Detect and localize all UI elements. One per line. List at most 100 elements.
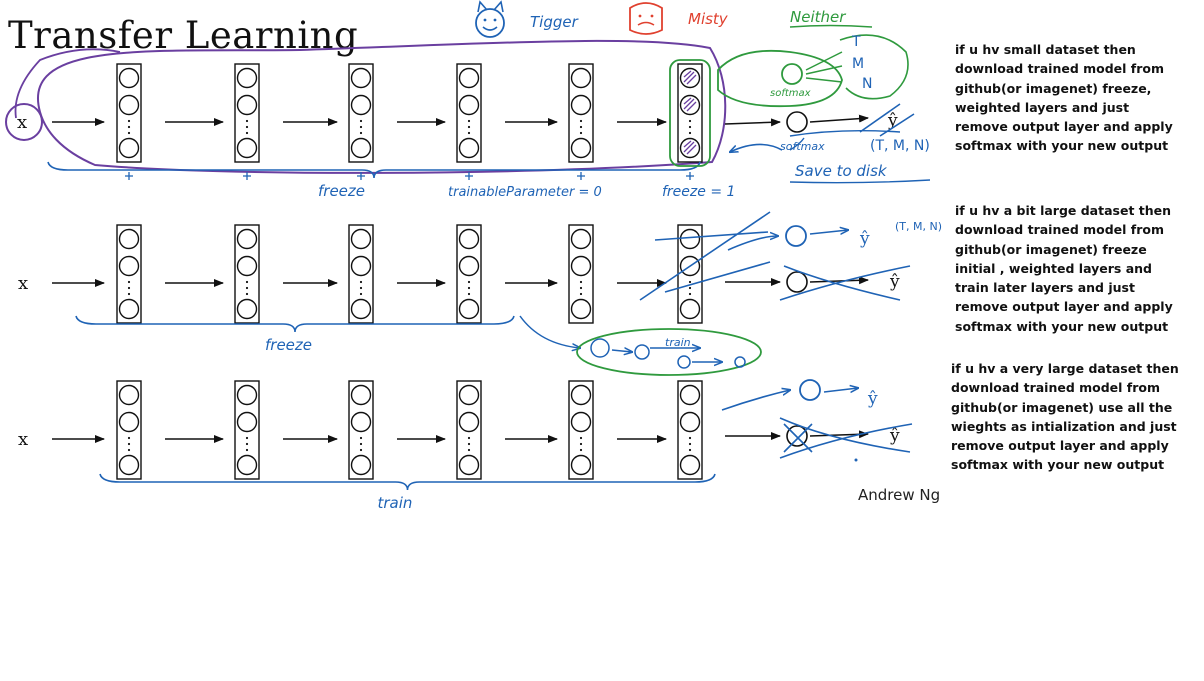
row2-annotations: ŷ (T, M, N) ŷ train [519, 211, 942, 376]
neuron [679, 454, 701, 476]
layer-1 [116, 63, 142, 163]
layer-2 [234, 224, 260, 324]
neuron [350, 67, 372, 89]
neuron [350, 228, 372, 250]
row2-output-yhat: ŷ [889, 272, 900, 292]
layer-4 [456, 224, 482, 324]
layer-6 [677, 63, 703, 163]
neuron [118, 384, 140, 406]
neuron [350, 384, 372, 406]
neuron [350, 255, 372, 277]
frozen-network-loop [37, 39, 727, 174]
neuron [118, 454, 140, 476]
neuron [236, 411, 258, 433]
neuron [679, 137, 701, 159]
row1-softmax-label: softmax [770, 88, 811, 99]
neuron [570, 94, 592, 116]
neuron [679, 411, 701, 433]
neuron [118, 94, 140, 116]
neuron [236, 94, 258, 116]
layer-1 [116, 224, 142, 324]
neuron [350, 137, 372, 159]
neuron [570, 137, 592, 159]
brace [47, 161, 701, 179]
neuron [458, 298, 480, 320]
brace [75, 315, 515, 333]
row1-class-M: M [852, 56, 864, 72]
row1-annotations: softmax T M N ŷ softmax (T, M, N) Save t… [669, 34, 931, 184]
neuron [570, 384, 592, 406]
neuron [570, 228, 592, 250]
input-x-label: x [17, 112, 27, 133]
neuron [350, 454, 372, 476]
layer-2 [234, 63, 260, 163]
layer-5 [568, 380, 594, 480]
network-row-3: x train [18, 380, 716, 512]
class-legend: Tigger Misty Neither [475, 0, 873, 38]
neuron [236, 384, 258, 406]
neuron [570, 255, 592, 277]
neuron [350, 298, 372, 320]
legend-misty: Misty [688, 10, 729, 28]
neuron [679, 228, 701, 250]
row2-new-output-yhat: ŷ [859, 229, 870, 249]
brace-label: train [378, 494, 413, 512]
neuron [236, 454, 258, 476]
input-circle [5, 103, 43, 141]
neuron [350, 94, 372, 116]
note-large-dataset: if u hv a very large dataset then downlo… [951, 361, 1179, 473]
row2-train-label: train [665, 336, 691, 349]
neuron [118, 228, 140, 250]
neuron [118, 298, 140, 320]
neuron [236, 255, 258, 277]
legend-neither: Neither [790, 8, 846, 26]
neuron [570, 411, 592, 433]
note-medium-dataset: if u hv a bit large dataset then downloa… [955, 203, 1173, 334]
neuron [458, 454, 480, 476]
layer-3 [348, 380, 374, 480]
row3-output-yhat: ŷ [889, 426, 900, 446]
tigger-face-icon [475, 0, 505, 38]
neuron [679, 298, 701, 320]
neuron [236, 67, 258, 89]
neuron [118, 67, 140, 89]
row1-class-tuple: (T, M, N) [870, 138, 930, 154]
row1-class-T: T [851, 34, 861, 50]
layer-3 [348, 63, 374, 163]
author-credit: Andrew Ng [858, 486, 941, 504]
brace-label: freeze [265, 336, 312, 354]
neuron [570, 67, 592, 89]
neuron [679, 255, 701, 277]
layer-5 [568, 63, 594, 163]
neuron [458, 67, 480, 89]
neuron [118, 137, 140, 159]
neuron [458, 384, 480, 406]
neuron [570, 298, 592, 320]
neuron [236, 137, 258, 159]
input-x-label: x [18, 429, 28, 450]
row1-output-yhat: ŷ [887, 111, 898, 131]
layer-4 [456, 380, 482, 480]
layer-6 [677, 224, 703, 324]
row1-softmax-label-2: softmax [780, 140, 825, 153]
neuron [570, 454, 592, 476]
neuron [458, 94, 480, 116]
neuron [679, 384, 701, 406]
row-annotation-label: trainableParameter = 0 [448, 185, 602, 200]
neuron [458, 255, 480, 277]
neuron [236, 228, 258, 250]
row3-annotations: ŷ ŷ [721, 379, 913, 462]
neuron [679, 67, 701, 89]
note-small-dataset: if u hv small dataset then download trai… [955, 42, 1173, 154]
layer-4 [456, 63, 482, 163]
neuron [458, 411, 480, 433]
layer-6 [677, 380, 703, 480]
layer-2 [234, 380, 260, 480]
row3-new-output-yhat: ŷ [867, 389, 878, 409]
legend-tigger: Tigger [530, 13, 579, 31]
row2-class-tuple: (T, M, N) [895, 220, 942, 233]
neuron [118, 411, 140, 433]
